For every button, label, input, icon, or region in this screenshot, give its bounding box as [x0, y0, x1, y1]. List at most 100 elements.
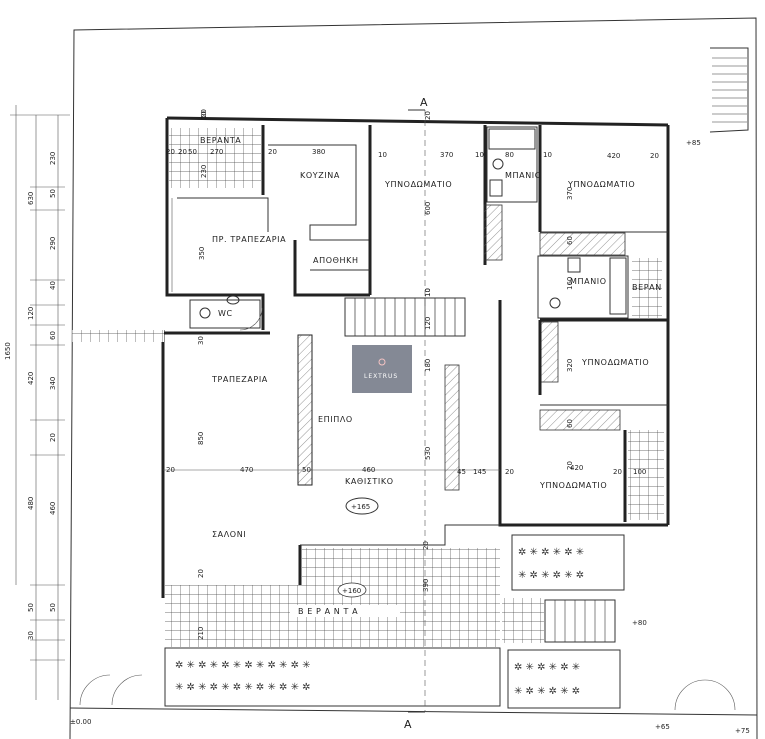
garden-right-bottom: ✲ ✳ ✲ ✳ ✲ ✳ ✳ ✲ ✳ ✲ ✳ ✲ — [507, 649, 621, 709]
dim-20-salon: 20 — [197, 569, 205, 578]
bathtub-icon — [609, 257, 627, 315]
label-bedroom-low-right: ΥΠΝΟΔΩΜΑΤΙΟ — [539, 481, 607, 490]
label-salon: ΣΑΛΟΝΙ — [212, 530, 246, 539]
dim-top-10a: 10 — [378, 151, 387, 159]
dim-top-380: 380 — [312, 148, 325, 156]
dim-mid-20: 20 — [166, 466, 175, 474]
exterior-walls — [161, 116, 670, 598]
external-stair — [712, 57, 747, 123]
veranda-top-tiles — [169, 128, 261, 188]
plant-icon: ✳ ✲ ✳ ✲ ✳ ✲ — [514, 686, 580, 697]
gate-arcs — [69, 674, 758, 716]
misc-dimension-labels: 850 30 20 390 210 20 370 60 160 320 60 2… — [197, 109, 574, 640]
dim-bed-180: 180 — [424, 359, 432, 372]
veranda-upper-tiles — [302, 548, 500, 588]
elevation-marker-living — [345, 497, 379, 515]
left-dimension-labels: 1650 630 230 50 290 40 120 60 420 340 20… — [4, 152, 57, 640]
watermark-text: LEXTRUS — [364, 373, 398, 380]
dim-kitchen-20: 20 — [200, 111, 208, 120]
dim-top-270: 270 — [210, 148, 223, 156]
dim-630: 630 — [27, 192, 35, 205]
dim-top-10b: 10 — [475, 151, 484, 159]
dim-20-low: 20 — [566, 461, 574, 470]
elev-living: +165 — [351, 503, 370, 511]
dim-top-20b: 20 — [178, 148, 187, 156]
bathtub-icon — [488, 128, 536, 150]
bedroom-top-right: ΥΠΝΟΔΩΜΑΤΙΟ — [538, 125, 668, 233]
dim-mid-20b: 20 — [505, 468, 514, 476]
plant-icon: ✲ ✳ ✲ ✳ ✲ ✳ ✲ ✳ ✲ ✳ ✲ ✳ — [175, 660, 311, 671]
dim-1650: 1650 — [4, 342, 12, 360]
label-bedroom-top-right: ΥΠΝΟΔΩΜΑΤΙΟ — [567, 180, 635, 189]
left-dimension-chain — [10, 105, 70, 700]
wardrobe-right-low — [539, 409, 621, 431]
label-bathroom-mid: ΜΠΑΝΙΟ — [570, 277, 607, 286]
sink-icon — [567, 257, 581, 273]
storage: ΑΠΟΘΗΚΗ — [293, 240, 370, 297]
garden-bottom: ✲ ✳ ✲ ✳ ✲ ✳ ✲ ✳ ✲ ✳ ✲ ✳ ✳ ✲ ✳ ✲ ✳ ✲ ✳ ✲ … — [164, 647, 501, 707]
dim-390: 390 — [422, 579, 430, 592]
dim-top-10c: 10 — [543, 151, 552, 159]
dim-bed-600: 600 — [424, 202, 432, 215]
dim-20-top-left: 20 — [200, 109, 208, 118]
logo-icon — [378, 358, 386, 366]
dim-40: 40 — [49, 281, 57, 290]
dim-bed-10: 10 — [424, 288, 432, 297]
dim-850: 850 — [197, 432, 205, 445]
elevation-marker-veranda — [337, 582, 367, 598]
dim-420: 420 — [27, 372, 35, 385]
central-stair — [344, 297, 466, 337]
dim-top-80: 80 — [505, 151, 514, 159]
dim-50b: 50 — [49, 603, 57, 612]
toilet-icon — [492, 158, 504, 170]
dim-20: 20 — [49, 433, 57, 442]
toilet-icon — [199, 307, 211, 319]
dim-30: 30 — [27, 631, 35, 640]
bathroom-top: ΜΠΑΝΙΟ — [486, 126, 541, 203]
dim-370-right: 370 — [566, 187, 574, 200]
elev-right-top: +85 — [686, 139, 701, 147]
label-breakfast-dining: ΠΡ. ΤΡΑΠΕΖΑΡΙΑ — [212, 235, 286, 244]
dim-320-right: 320 — [566, 359, 574, 372]
dim-kitchen-350: 350 — [198, 247, 206, 260]
bedroom-mid-right: ΥΠΝΟΔΩΜΑΤΙΟ — [538, 318, 668, 406]
label-kitchen: ΚΟΥΖΙΝΑ — [300, 171, 340, 180]
bedroom-low-right: ΥΠΝΟΔΩΜΑΤΙΟ — [539, 430, 664, 522]
dim-top-370: 370 — [440, 151, 453, 159]
dim-290: 290 — [49, 237, 57, 250]
elev-right-mid: +80 — [632, 619, 647, 627]
plot-boundary — [69, 17, 758, 739]
mid-dimension-labels: 20 470 50 460 45 145 20 420 20 100 — [166, 464, 646, 476]
dim-20-living: 20 — [422, 541, 430, 550]
label-furniture: ΕΠΙΠΛΟ — [318, 415, 353, 424]
elev-origin: ±0.00 — [70, 718, 91, 726]
bottom-veranda: +160 Β Ε Ρ Α Ν Τ Α — [165, 548, 500, 647]
elev-bottom-mid: +65 — [655, 723, 670, 731]
top-dimension-labels: 20 20 50 270 20 380 10 370 10 80 10 420 … — [166, 148, 659, 160]
label-bedroom-mid-right: ΥΠΝΟΔΩΜΑΤΙΟ — [581, 358, 649, 367]
left-path — [72, 330, 164, 342]
plant-icon: ✲ ✳ ✲ ✳ ✲ ✳ — [514, 662, 580, 673]
dim-230: 230 — [49, 152, 57, 165]
garden-right-top: ✲ ✳ ✲ ✳ ✲ ✳ ✳ ✲ ✳ ✲ ✳ ✲ — [511, 534, 625, 591]
bathroom-mid: ΜΠΑΝΙΟ — [537, 255, 629, 319]
dim-480: 480 — [27, 497, 35, 510]
veranda-side-tiles — [632, 258, 662, 318]
wardrobe-mid — [539, 232, 626, 256]
elev-bottom-right: +75 — [735, 727, 750, 735]
inner-vertical-dimensions: 230 20 350 600 10 120 180 530 — [198, 111, 432, 460]
dim-60-low: 60 — [566, 419, 574, 428]
wardrobe-top — [483, 204, 503, 261]
label-veranda-top: ΒΕΡΑΝΤΑ — [200, 136, 241, 145]
dim-mid-20c: 20 — [613, 468, 622, 476]
label-storage: ΑΠΟΘΗΚΗ — [313, 256, 359, 265]
plant-icon: ✳ ✲ ✳ ✲ ✳ ✲ — [518, 570, 584, 581]
wc-room: WC — [189, 295, 263, 331]
steps-right — [502, 598, 616, 643]
dim-top-20d: 20 — [650, 152, 659, 160]
label-bedroom-top-center: ΥΠΝΟΔΩΜΑΤΙΟ — [384, 180, 452, 189]
dim-460: 460 — [49, 502, 57, 515]
dim-bed-120: 120 — [424, 317, 432, 330]
dim-60-right: 60 — [566, 236, 574, 245]
